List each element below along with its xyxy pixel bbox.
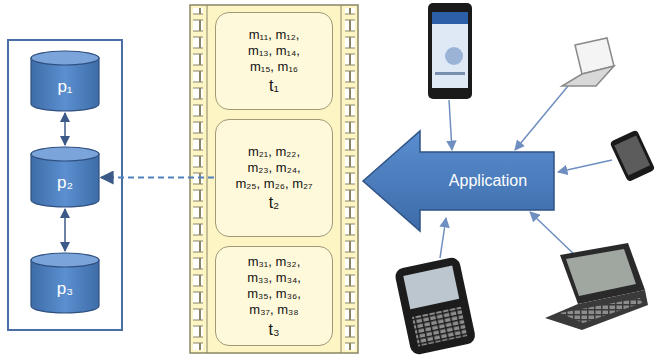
process-cylinder: p₃ xyxy=(30,252,100,314)
transaction-label: t₂ xyxy=(269,194,280,212)
transaction-box: m₃₁, m₃₂, m₃₃, m₃₄, m₃₅, m₃₆, m₃₇, m₃₈ t₃ xyxy=(215,246,333,346)
process-label: p₂ xyxy=(57,173,73,193)
double-arrow xyxy=(64,209,66,251)
application-arrow: Application xyxy=(362,130,555,232)
transaction-label: t₃ xyxy=(269,321,280,339)
phone-icon xyxy=(610,130,655,183)
transaction-box: m₁₁, m₁₂, m₁₃, m₁₄, m₁₅, m₁₆t₁ xyxy=(215,12,333,110)
process-cylinder: p₁ xyxy=(30,50,100,112)
blackberry-icon xyxy=(394,256,477,356)
laptop-icon xyxy=(562,38,614,86)
transaction-label: t₁ xyxy=(269,77,279,95)
cluster-frame xyxy=(8,40,122,330)
message-list: m₁₁, m₁₂, m₁₃, m₁₄, m₁₅, m₁₆ xyxy=(235,27,313,76)
process-label: p₁ xyxy=(57,77,72,97)
tablet-icon xyxy=(428,3,472,99)
dashed-arrow xyxy=(101,177,214,179)
application-label: Application xyxy=(424,152,552,210)
transaction-box: m₂₁, m₂₂, m₂₃, m₂₄, m₂₅, m₂₆, m₂₇t₂ xyxy=(215,119,333,237)
film-strip xyxy=(190,5,358,353)
message-list: m₃₁, m₃₂, m₃₃, m₃₄, m₃₅, m₃₆, m₃₇, m₃₈ xyxy=(235,254,313,319)
netbook-icon xyxy=(545,243,648,330)
double-arrow xyxy=(64,113,66,145)
process-cylinder: p₂ xyxy=(30,146,100,208)
process-label: p₃ xyxy=(57,279,73,299)
message-list: m₂₁, m₂₂, m₂₃, m₂₄, m₂₅, m₂₆, m₂₇ xyxy=(235,144,313,193)
